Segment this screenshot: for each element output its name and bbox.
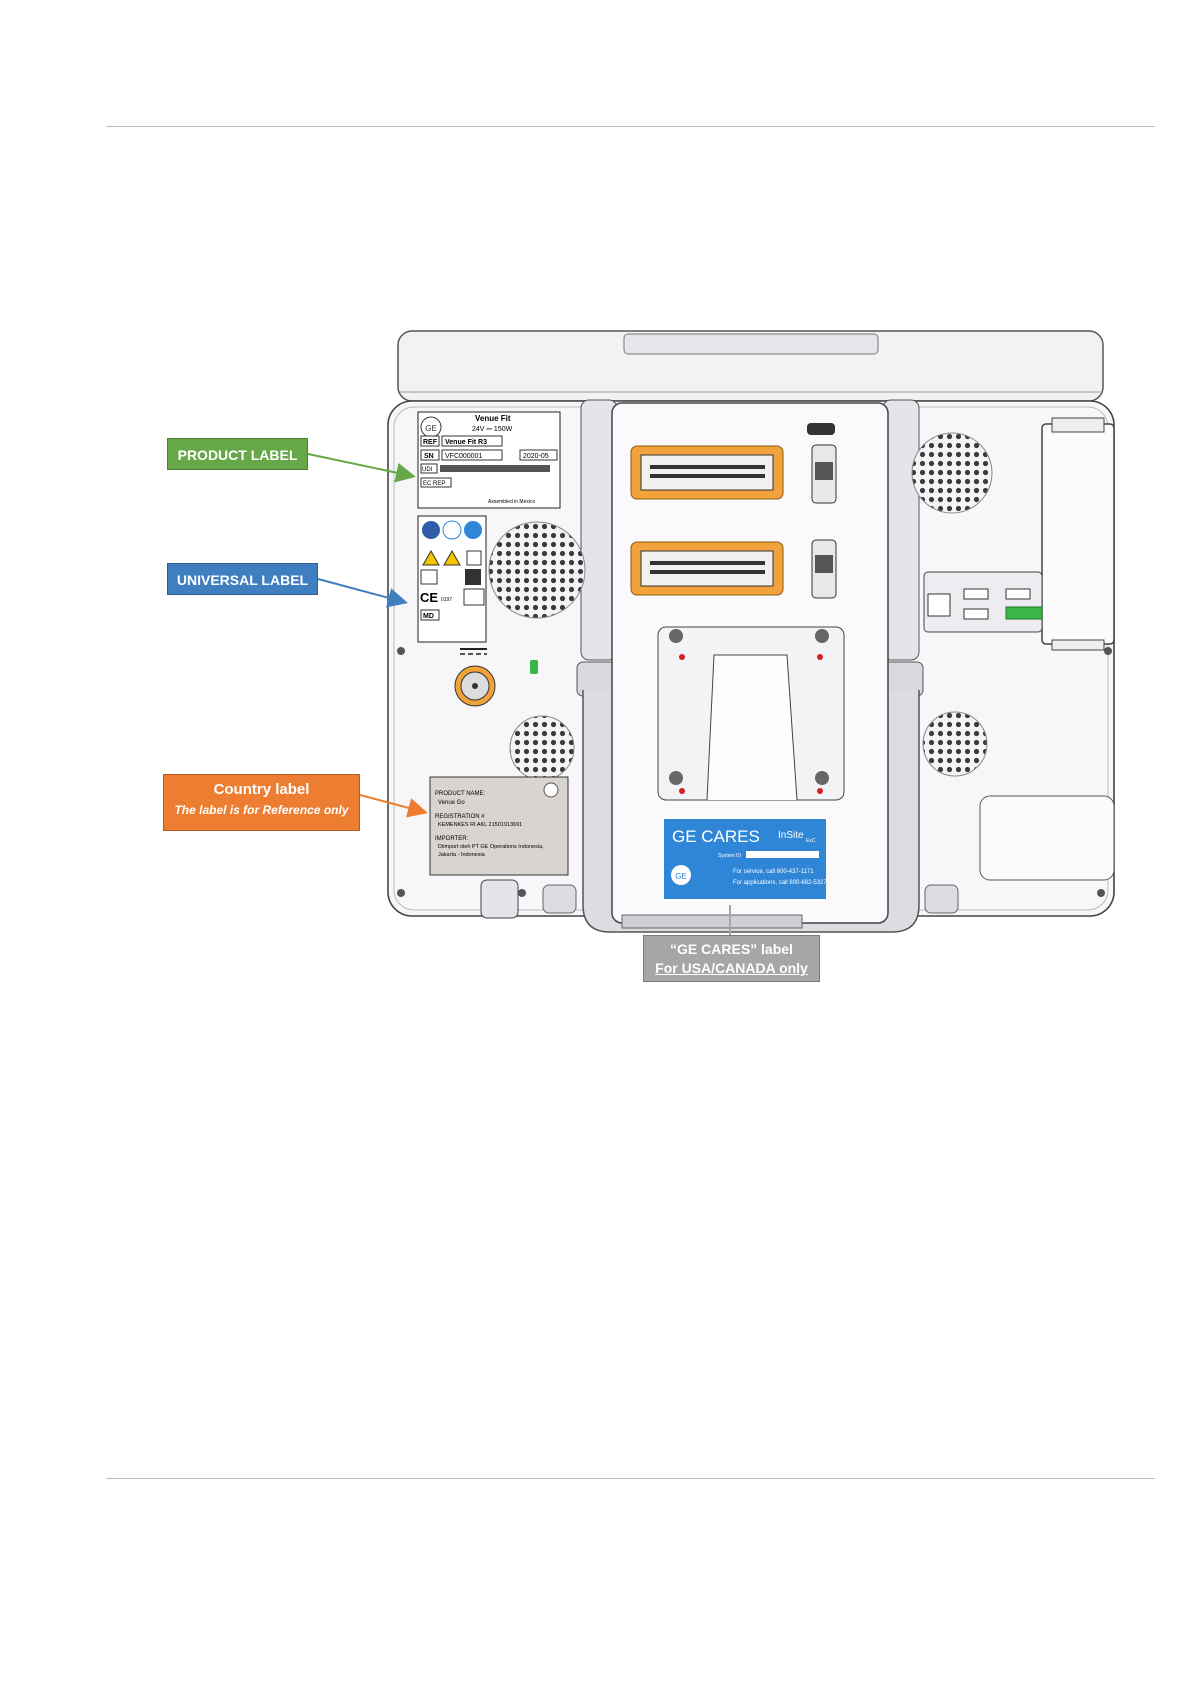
sn-tag: SN [424, 453, 434, 460]
ce-mark: CE [420, 590, 438, 605]
product-label-arrow [307, 453, 416, 483]
mount-plate [657, 626, 845, 801]
right-lower-bay [979, 795, 1115, 881]
system-id-text: System ID [718, 853, 741, 859]
sn-value: VFC000001 [445, 453, 482, 460]
top-handle [397, 330, 1104, 402]
ce-number: 0197 [441, 597, 452, 603]
probe-port-2 [630, 541, 784, 596]
product-model-text: Venue Fit [475, 414, 511, 423]
country-label-callout: Country label The label is for Reference… [163, 774, 360, 831]
insite-text: InSite [778, 830, 804, 841]
service-phone: For service, call 800-437-1171 [733, 869, 814, 875]
country-importer-heading: IMPORTER: [435, 836, 469, 842]
footer-rule [106, 1478, 1155, 1479]
manufacture-date: 2020-05 [523, 453, 549, 460]
ge-cares-plate: GE CARES InSite ExC System ID GE For ser… [664, 819, 827, 899]
country-label-arrow [359, 794, 428, 818]
assembled-text: Assembled in Mexico [488, 499, 535, 505]
product-label-plate: GE Venue Fit 24V ⎓ 150W REF Venue Fit R3… [417, 411, 561, 509]
applications-phone: For applications, call 800-682-5327 [733, 880, 827, 886]
product-rating-text: 24V ⎓ 150W [472, 426, 513, 433]
country-product-name: Venue Go [438, 800, 465, 806]
probe-port-1 [630, 445, 784, 500]
svg-text:GE: GE [425, 424, 437, 433]
country-label-plate: PRODUCT NAME: Venue Go REGISTRATION # KE… [429, 776, 569, 876]
header-rule [106, 126, 1155, 127]
country-label-note: The label is for Reference only [174, 803, 349, 817]
country-importer-line2: Jakarta - Indonesia [438, 852, 486, 858]
ge-cares-callout-note: For USA/CANADA only [655, 960, 808, 976]
country-registration: KEMENKES RI AKL 21501913691 [438, 822, 522, 828]
svg-text:GE: GE [675, 872, 687, 881]
md-mark: MD [423, 613, 434, 620]
country-registration-heading: REGISTRATION # [435, 814, 485, 820]
io-port-panel [923, 571, 1043, 633]
ge-cares-callout: “GE CARES” label For USA/CANADA only [643, 935, 820, 982]
ge-cares-title: GE CARES [672, 827, 760, 846]
universal-label-plate: CE 0197 MD [417, 515, 487, 643]
right-dock-module [1041, 417, 1115, 651]
dc-power-input [454, 648, 496, 707]
device-feet [480, 879, 959, 919]
universal-label-arrow [317, 578, 408, 608]
ec-rep-tag: EC REP [423, 481, 445, 487]
ref-value: Venue Fit R3 [445, 439, 487, 446]
power-indicator-led [530, 660, 538, 674]
case-screws [397, 647, 1112, 897]
speaker-grilles [488, 432, 993, 781]
probe-latches [807, 423, 837, 599]
universal-label-callout: UNIVERSAL LABEL [167, 563, 318, 595]
udi-tag: UDI [422, 467, 433, 473]
ge-cares-callout-title: “GE CARES” label [670, 941, 793, 957]
country-product-name-heading: PRODUCT NAME: [435, 791, 486, 797]
country-importer-line1: Diimport oleh PT GE Operations Indonesia… [438, 844, 544, 850]
insite-suffix: ExC [806, 838, 816, 844]
country-label-title: Country label [213, 781, 310, 798]
ref-tag: REF [423, 439, 438, 446]
product-label-callout: PRODUCT LABEL [167, 438, 308, 470]
